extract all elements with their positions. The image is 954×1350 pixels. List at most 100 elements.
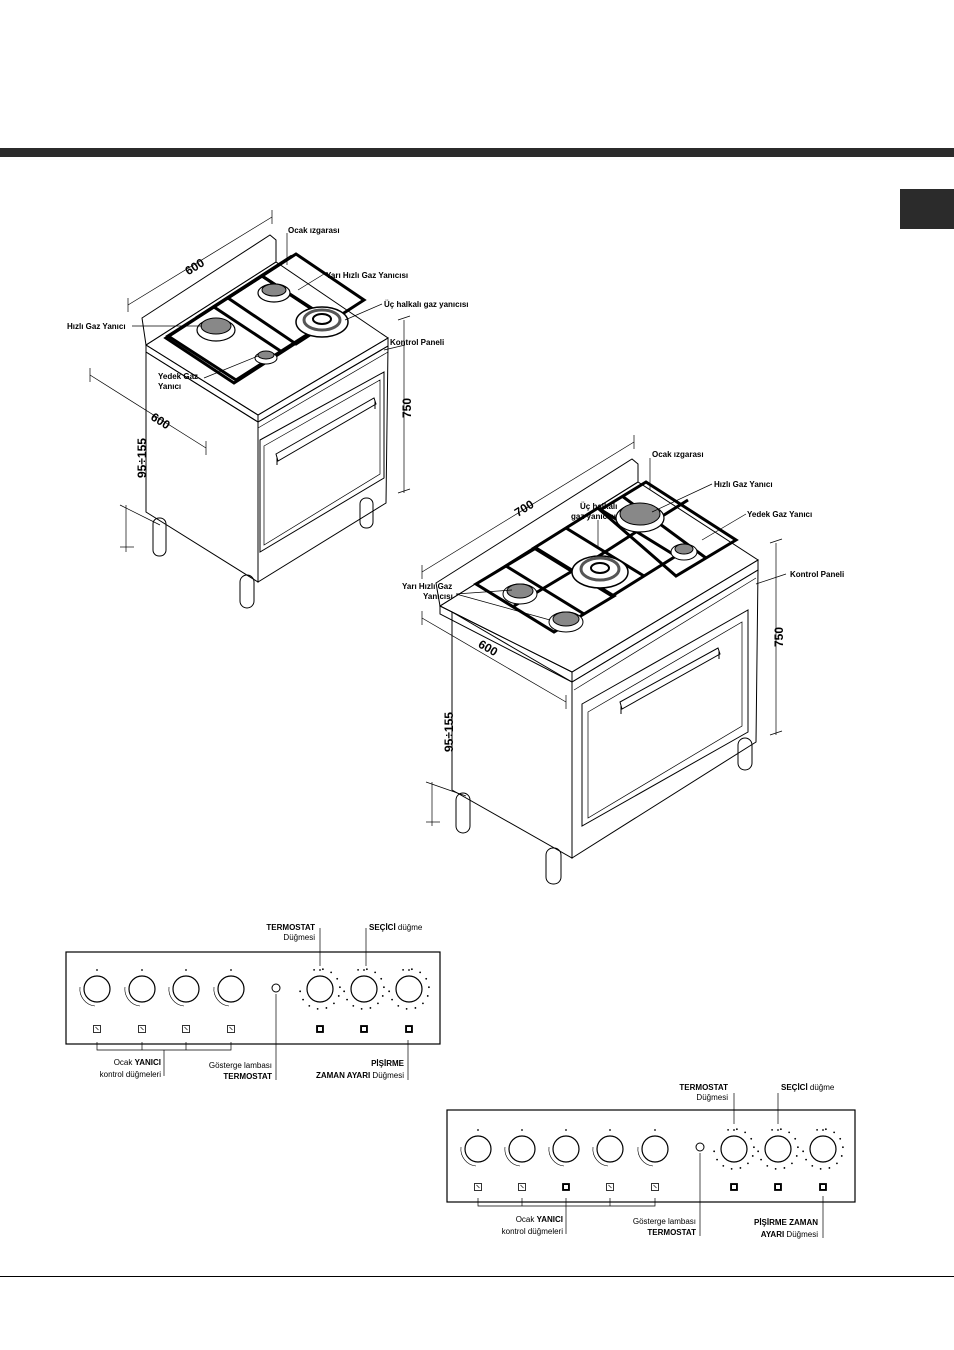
- leg: [239, 574, 255, 609]
- burner-symbol-mark: [184, 1026, 188, 1031]
- dial-tick: [730, 1167, 733, 1170]
- timer-symbol-inner: [407, 1027, 411, 1031]
- knob-mark: [96, 969, 98, 971]
- burner-auxiliary-700: [670, 543, 698, 561]
- burner-knob-3[interactable]: [172, 975, 200, 1003]
- language-tab: [900, 189, 954, 229]
- dim-line: [127, 216, 273, 306]
- dial-tick: [381, 995, 384, 997]
- label-semi-rapid-1: Yarı Hızlı Gaz: [402, 582, 452, 591]
- label-triple-ring-1: Üç halkalı: [580, 502, 617, 511]
- dial-tick: [383, 986, 385, 989]
- burner-knob-5[interactable]: [641, 1135, 669, 1163]
- burner-symbol-inner: [564, 1185, 568, 1189]
- dial-tick: [774, 1167, 777, 1170]
- burner-semi-rapid-600: [257, 283, 291, 303]
- label-control-panel: Kontrol Paneli: [790, 570, 844, 579]
- selector-symbol-inner: [776, 1185, 780, 1189]
- dial-tick: [839, 1137, 842, 1140]
- gosterge-label-2: TERMOSTAT: [647, 1228, 696, 1237]
- dial-tick: [397, 1005, 400, 1007]
- thermostat-knob[interactable]: [306, 975, 334, 1003]
- dial-tick: [794, 1137, 797, 1140]
- burner-knob-3[interactable]: [552, 1135, 580, 1163]
- burner-knob-4[interactable]: [217, 975, 245, 1003]
- dial-tick: [753, 1146, 755, 1149]
- dial-tick: [744, 1131, 747, 1134]
- pisirme-label-1: PİŞİRME: [371, 1059, 405, 1068]
- dial-tick: [313, 968, 315, 971]
- dial-tick: [751, 1155, 754, 1157]
- control-panel-2: TERMOSTAT Düğmesi SEÇİCİ düğme Ocak YANI…: [446, 1083, 856, 1239]
- leg: [455, 792, 471, 834]
- flame-arc: [79, 986, 96, 1007]
- ocak-label-1: Ocak YANICI: [114, 1058, 161, 1067]
- dial-tick: [722, 1165, 725, 1167]
- burner-symbol: [606, 1183, 614, 1191]
- selector-knob[interactable]: [764, 1135, 792, 1163]
- dial-tick: [727, 1128, 729, 1131]
- selector-knob[interactable]: [350, 975, 378, 1003]
- burner-knob-2[interactable]: [128, 975, 156, 1003]
- dial-tick: [308, 1005, 311, 1007]
- control-panel-1: TERMOSTAT Düğmesi SEÇİCİ düğme Ocak YANI…: [65, 923, 441, 1081]
- dial-tick: [410, 968, 413, 971]
- knob-mark: [609, 1129, 611, 1131]
- timer-knob[interactable]: [809, 1135, 837, 1163]
- oven-door-600: [259, 371, 385, 553]
- dial-tick: [377, 1002, 379, 1005]
- flame-arc: [548, 1146, 565, 1167]
- cooker-front: [257, 345, 389, 583]
- ocak-label-2: kontrol düğmeleri: [502, 1227, 564, 1236]
- thermostat-knob[interactable]: [720, 1135, 748, 1163]
- dial-tick: [840, 1155, 843, 1157]
- dial-tick: [337, 995, 340, 997]
- dial-tick: [797, 1146, 799, 1149]
- dial-tick: [299, 990, 302, 993]
- indicator-lamp: [271, 983, 281, 993]
- dial-tick: [336, 977, 339, 980]
- dial-tick: [391, 998, 393, 1001]
- dial-tick: [766, 1165, 769, 1167]
- label-grate: Ocak ızgarası: [288, 226, 340, 235]
- label-auxiliary-burner: Yedek Gaz Yanıcı: [747, 510, 812, 519]
- termostat-label: TERMOSTAT: [266, 923, 315, 932]
- knob-mark: [521, 1129, 523, 1131]
- gosterge-label-1: Gösterge lambası: [633, 1217, 696, 1226]
- burner-knob-1[interactable]: [83, 975, 111, 1003]
- dial-tick: [779, 1128, 782, 1131]
- label-rapid-burner: Hızlı Gaz Yanıcı: [67, 322, 126, 331]
- dial-tick: [836, 1162, 838, 1165]
- knob-mark: [408, 969, 410, 971]
- oven-handle-700: [619, 647, 721, 710]
- flame-arc: [592, 1146, 609, 1167]
- burner-knob-2[interactable]: [508, 1135, 536, 1163]
- knob-mark: [185, 969, 187, 971]
- dial-tick: [374, 971, 377, 974]
- dim-line: [421, 441, 635, 573]
- knob-mark: [363, 969, 365, 971]
- burner-knob-1[interactable]: [464, 1135, 492, 1163]
- burner-rapid-700: [615, 502, 665, 533]
- dial-tick: [833, 1131, 836, 1134]
- selector-symbol-inner: [362, 1027, 366, 1031]
- dial-tick: [802, 1150, 805, 1153]
- termostat-label: TERMOSTAT: [679, 1083, 728, 1092]
- dial-tick: [795, 1155, 798, 1157]
- flame-arc: [637, 1146, 654, 1167]
- burner-symbol-mark: [229, 1026, 233, 1031]
- dial-tick: [388, 990, 391, 993]
- flame-arc: [124, 986, 141, 1007]
- oven-door-700: [581, 609, 749, 827]
- dial-tick: [771, 1128, 773, 1131]
- dial-tick: [402, 968, 404, 971]
- burner-knob-4[interactable]: [596, 1135, 624, 1163]
- leg: [737, 737, 753, 771]
- knob-mark: [565, 1129, 567, 1131]
- ocak-label-2: kontrol düğmeleri: [100, 1070, 162, 1079]
- flame-arc: [168, 986, 185, 1007]
- dial-tick: [425, 977, 428, 980]
- timer-knob[interactable]: [395, 975, 423, 1003]
- burner-symbol: [182, 1025, 190, 1033]
- dial-tick: [325, 1007, 328, 1009]
